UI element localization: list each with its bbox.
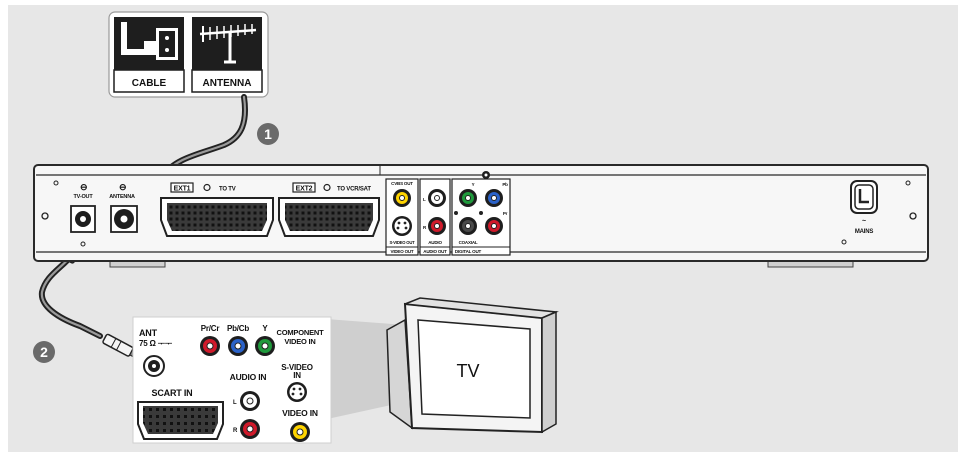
svg-text:1: 1 [264,126,272,142]
svg-text:R: R [423,225,427,230]
tv-connector-panel: ANT 75 Ω ᅮᅮ Pr/Cr Pb/Cb Y COMPONENT VIDE… [132,316,405,444]
wall-socket-icon [121,22,178,60]
mains-socket[interactable]: ~ MAINS [841,180,878,245]
tv-component-y-jack[interactable] [255,336,275,356]
tv-out-label: TV-OUT [74,194,94,200]
antenna-in-label: ANTENNA [109,194,135,200]
ext1-tag: EXT1 [174,186,191,193]
ant-label: ANT [139,328,158,338]
video-in-label: VIDEO IN [282,408,318,418]
screw [41,212,49,220]
antenna-tile: ANTENNA [191,17,263,93]
tv-s-video-in-jack[interactable] [287,382,307,402]
coaxial-digital-jack[interactable] [459,217,477,235]
tv-component-pb-jack[interactable] [228,336,248,356]
component-label-1: COMPONENT [277,328,325,337]
ext2-destination: TO VCR/SAT [337,187,371,193]
ext2-scart-port[interactable]: EXT2 TO VCR/SAT [278,182,380,237]
recorder-rear-panel: TV-OUT ⊖ ANTENNA ⊖ EXT1 TO TV EXT2 [33,164,929,268]
mains-label: MAINS [855,229,874,235]
tv-label: TV [456,361,479,381]
s-video-out-jack[interactable] [392,216,412,236]
antenna-in-port[interactable]: ANTENNA [109,194,138,233]
antenna-icon [199,24,257,64]
tv-out-port[interactable]: TV-OUT [70,194,96,247]
cable-tile: CABLE [113,17,185,93]
audio-l-jack[interactable] [428,189,446,207]
component-y-jack[interactable] [459,189,477,207]
s-video-out-label: S-VIDEO OUT [389,240,415,245]
step-2-badge: 2 [33,341,55,363]
audio-out-block: L R AUDIO AUDIO OUT [419,178,451,256]
component-pb-jack[interactable] [485,189,503,207]
tv-scart-in-port[interactable] [137,401,224,440]
pb-cb-label: Pb/Cb [227,324,249,333]
step-1-badge: 1 [257,123,279,145]
ext1-destination: TO TV [219,187,236,193]
svg-text:Pb: Pb [502,182,508,187]
s-video-label-1: S-VIDEO [281,363,313,372]
cvbs-out-jack[interactable] [393,189,411,207]
ant-ohm-label: 75 Ω ᅮᅮ [139,339,173,348]
svg-text:Y: Y [472,182,475,187]
s-video-label-2: IN [293,371,301,380]
tv-out-symbol-icon: ⊖ [80,182,88,192]
video-out-block: CVBS OUT S-VIDEO OUT VIDEO OUT [385,178,419,256]
coax-plug-icon [102,333,140,359]
svg-text:L: L [233,400,237,406]
antenna-label: ANTENNA [203,78,252,89]
scart-in-label: SCART IN [152,388,193,398]
screw [909,212,917,220]
component-block: Y Pb Pr [451,171,511,256]
tv-component-pr-jack[interactable] [200,336,220,356]
audio-label: AUDIO [428,240,442,245]
svg-text:R: R [233,428,238,434]
digital-out-label: DIGITAL OUT [455,249,482,254]
pr-cr-label: Pr/Cr [201,324,220,333]
audio-r-jack[interactable] [428,217,446,235]
svg-text:2: 2 [40,344,48,360]
ext2-tag: EXT2 [296,186,313,193]
component-label-2: VIDEO IN [284,337,315,346]
ac-symbol-icon: ~ [862,218,866,225]
tv-audio-r-jack[interactable] [240,419,260,439]
audio-in-label: AUDIO IN [230,372,267,382]
video-out-label: VIDEO OUT [391,249,414,254]
component-pr-jack[interactable] [485,217,503,235]
tv-antenna-in-port[interactable] [143,355,165,377]
antenna-in-symbol-icon: ⊖ [119,182,127,192]
coaxial-label: COAXIAL [459,240,478,245]
tv-video-in-jack[interactable] [290,422,310,442]
tv-audio-l-jack[interactable] [240,391,260,411]
svg-text:L: L [423,197,426,202]
y-label: Y [262,324,268,333]
ext1-scart-port[interactable]: EXT1 TO TV [160,182,274,237]
svg-text:Pr: Pr [503,211,508,216]
source-box: CABLE ANTENNA [108,11,269,98]
cable-label: CABLE [132,78,167,89]
tv-set-icon: TV [386,297,559,434]
audio-out-label: AUDIO OUT [423,249,447,254]
cvbs-out-label: CVBS OUT [391,181,413,186]
